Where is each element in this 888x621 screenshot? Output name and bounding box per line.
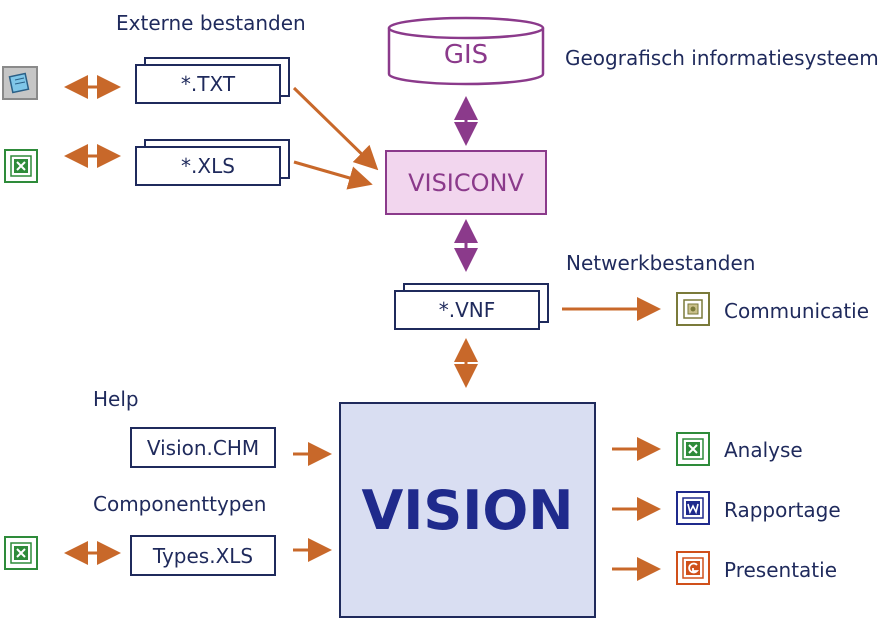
vnf-file: *.VNF — [394, 290, 540, 330]
notepad-icon — [2, 66, 38, 100]
network-files-heading: Netwerkbestanden — [566, 251, 756, 275]
gis-description: Geografisch informatiesysteem — [565, 46, 879, 70]
component-types-heading: Componenttypen — [93, 492, 267, 516]
excel-icon — [4, 536, 38, 570]
arrow-xls-visiconv — [293, 160, 373, 190]
help-heading: Help — [93, 387, 139, 411]
word-icon — [676, 491, 710, 525]
chm-file: Vision.CHM — [130, 427, 276, 468]
reporting-label: Rapportage — [724, 498, 841, 522]
communication-icon — [676, 292, 710, 326]
powerpoint-icon — [676, 551, 710, 585]
external-files-heading: Externe bestanden — [116, 11, 306, 35]
analysis-label: Analyse — [724, 438, 803, 462]
visiconv-node: VISICONV — [385, 150, 547, 215]
vision-node: VISION — [339, 402, 596, 618]
presentation-label: Presentatie — [724, 558, 837, 582]
communication-label: Communicatie — [724, 299, 870, 323]
txt-file: *.TXT — [135, 64, 281, 104]
gis-node: GIS — [443, 40, 489, 70]
arrow-txt-visiconv — [292, 86, 379, 171]
excel-icon — [676, 432, 710, 466]
types-file: Types.XLS — [130, 535, 276, 576]
xls-file: *.XLS — [135, 146, 281, 186]
excel-icon — [4, 149, 38, 183]
